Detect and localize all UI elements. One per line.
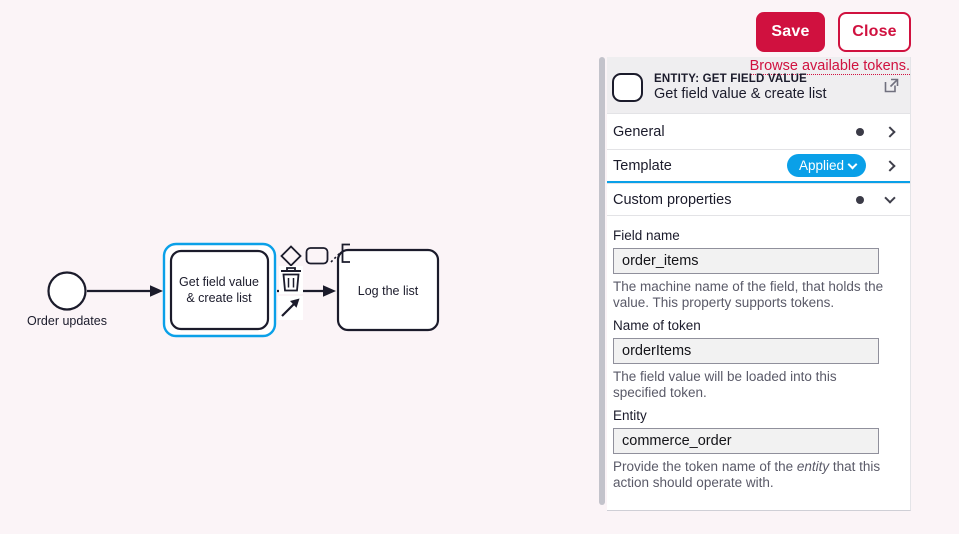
field-name-help: The machine name of the field, that hold… [613,279,884,310]
filled-dot-indicator-icon [856,195,864,204]
task-icon[interactable] [305,247,329,265]
badge-label: Applied [798,158,844,173]
section-template[interactable]: Template Applied [607,149,910,183]
entity-help: Provide the token name of the entity tha… [613,458,881,490]
panel-scrollbar[interactable] [599,57,605,505]
trash-icon[interactable] [279,266,303,294]
start-event-circle[interactable] [47,271,87,311]
custom-properties-form: Field name The machine name of the field… [607,215,910,491]
task-rounded-rect-icon [612,73,643,102]
log-task-node[interactable]: Log the list [336,248,440,332]
entity-input[interactable] [613,427,879,454]
save-button[interactable]: Save [756,12,825,52]
dialog-actions: Save Close [756,12,911,52]
chevron-right-icon [884,125,896,138]
gateway-icon[interactable] [280,245,302,267]
start-event-label: Order updates [27,314,107,328]
connect-arrow-icon[interactable] [278,296,303,320]
properties-panel-body: Browse available tokens. ENTITY: GET FIE… [607,57,911,511]
token-name-label: Name of token [613,317,701,333]
token-name-help: The field value will be loaded into this… [613,368,837,400]
section-template-label: Template [613,157,672,174]
annotation-icon[interactable] [330,243,350,263]
chevron-right-icon [884,159,896,172]
selected-task-node[interactable]: Get field value & create list [162,242,277,338]
template-applied-badge[interactable]: Applied [786,154,866,177]
field-name-label: Field name [613,228,680,243]
token-name-input[interactable] [613,337,879,364]
log-task-label: Log the list [358,284,419,298]
section-general[interactable]: General [607,113,910,149]
field-name-input[interactable] [613,248,879,274]
element-title: Get field value & create list [654,86,827,102]
close-button[interactable]: Close [838,12,911,52]
chevron-down-icon [884,192,896,204]
entity-label: Entity [613,407,647,423]
browse-tokens-link[interactable]: Browse available tokens. [749,58,910,75]
selected-task-label-line1: Get field value [179,275,259,289]
selected-task-label-line2: & create list [186,291,252,305]
panel-header: Browse available tokens. ENTITY: GET FIE… [607,57,910,113]
properties-panel: Browse available tokens. ENTITY: GET FIE… [599,57,915,511]
arrowhead-icon [150,285,163,297]
context-pad[interactable] [278,243,350,321]
header-titles: ENTITY: GET FIELD VALUE Get field value … [654,73,883,102]
section-custom-properties-label: Custom properties [613,191,732,208]
external-link-icon[interactable] [883,77,900,99]
field-group-field-name: Field name The machine name of the field… [613,228,898,311]
chevron-down-icon [847,159,858,169]
element-type-kicker: ENTITY: GET FIELD VALUE [654,73,808,85]
section-custom-properties[interactable]: Custom properties [607,183,910,215]
arrowhead-icon [323,285,336,297]
bpmn-canvas[interactable]: Order updates Get field value & create l… [0,0,599,534]
sequence-flow-1[interactable] [87,285,163,297]
section-general-label: General [613,123,665,140]
field-group-token-name: Name of token The field value will be lo… [613,318,898,401]
filled-dot-indicator-icon [856,127,864,136]
field-group-entity: Entity Provide the token name of the ent… [613,408,898,491]
